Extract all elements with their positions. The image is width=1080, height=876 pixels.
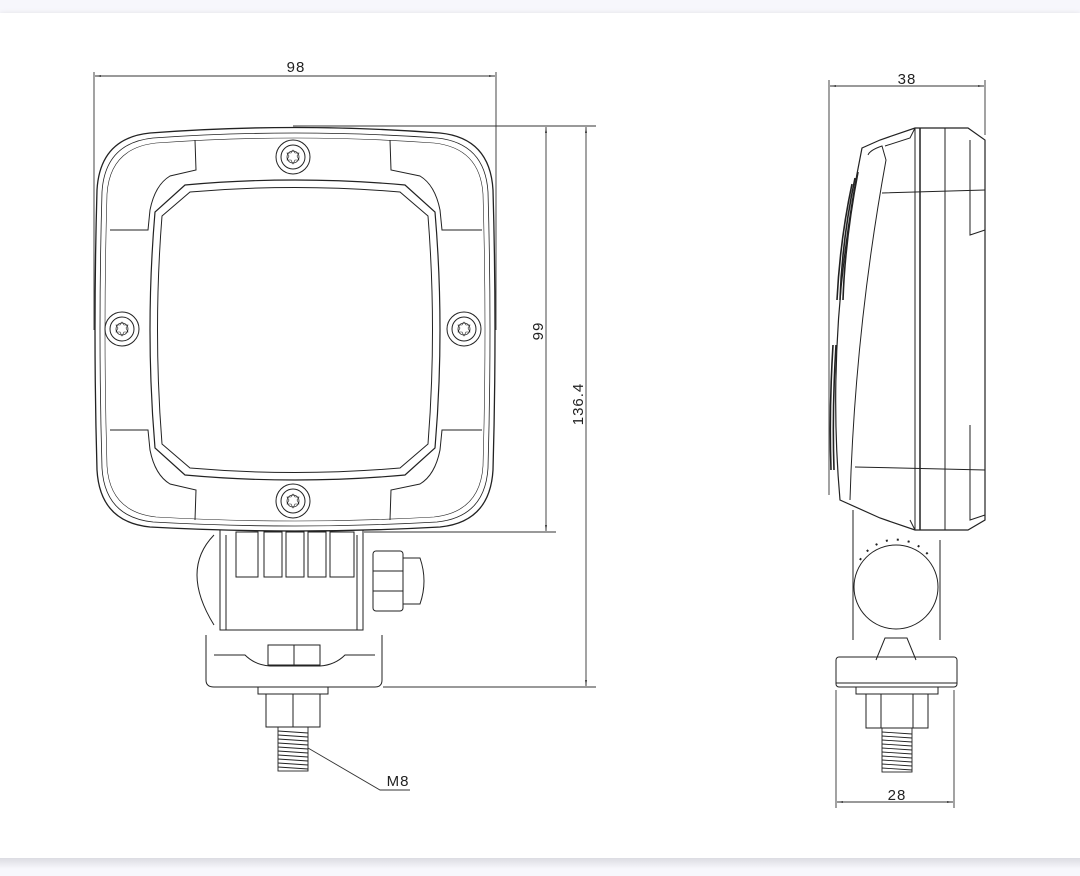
dim-width-label: 98 — [287, 59, 306, 76]
dim-housing-height-label: 99 — [530, 322, 547, 341]
dim-depth-label: 38 — [898, 71, 917, 88]
bottom-margin — [0, 858, 1080, 876]
dimension-lines — [93, 72, 986, 808]
front-view — [94, 126, 496, 772]
side-view — [829, 127, 986, 773]
top-margin — [0, 0, 1080, 13]
thread-callout-label: M8 — [387, 773, 410, 790]
drawing-canvas — [0, 13, 1080, 858]
dim-base-width-label: 28 — [888, 787, 907, 804]
dim-total-height-label: 136.4 — [570, 383, 587, 426]
